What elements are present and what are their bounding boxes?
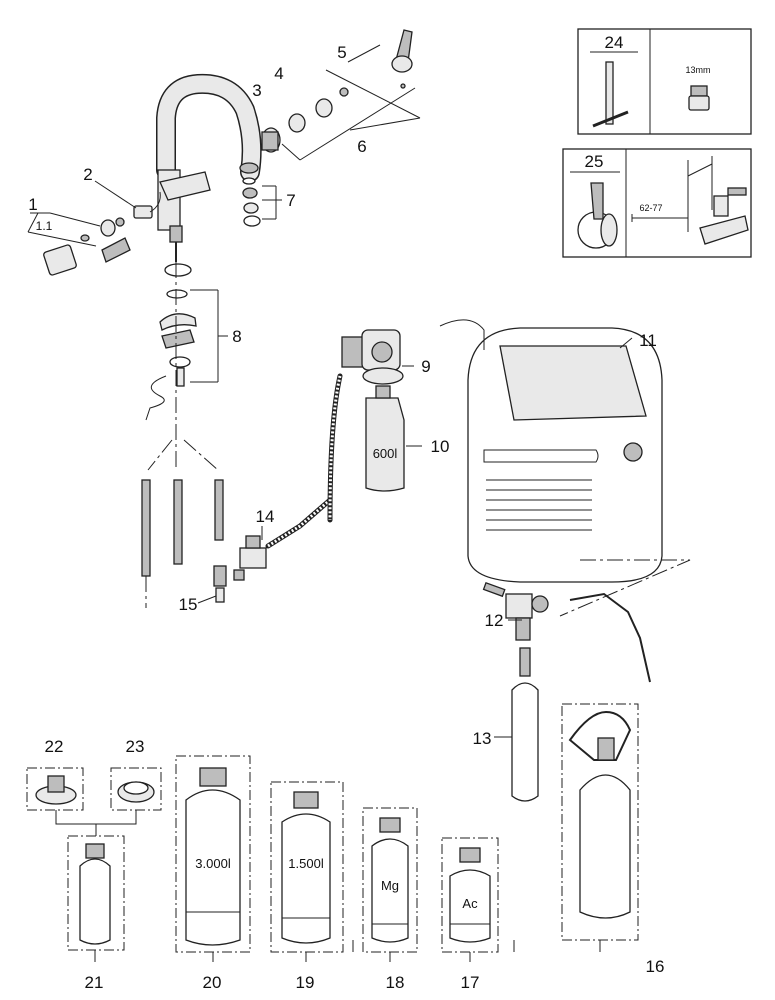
callout-10: 10 [431, 437, 450, 456]
callout-19: 19 [296, 973, 315, 992]
filter-18-type: Mg [381, 878, 399, 893]
faucet-spout [156, 73, 262, 182]
valve-part-14 [233, 497, 333, 581]
filter-19-capacity: 1.500l [288, 856, 324, 871]
tool-key-icon [592, 61, 629, 128]
callout-2: 2 [83, 165, 92, 184]
callout-9: 9 [421, 357, 430, 376]
chiller-unit-part-11 [439, 319, 663, 583]
valve-part-15 [213, 565, 227, 603]
mounting-set-part-8 [159, 263, 197, 387]
filter-head-part-9 [327, 329, 404, 523]
callout-16: 16 [646, 957, 665, 976]
callout-6: 6 [357, 137, 366, 156]
adapter-part-23 [117, 781, 155, 803]
callout-3: 3 [252, 81, 261, 100]
callout-17: 17 [461, 973, 480, 992]
callout-24: 24 [605, 33, 624, 52]
adapter-part-22 [35, 775, 77, 805]
co2-cylinder-part-16 [568, 710, 632, 919]
hex-socket-icon [688, 85, 710, 111]
inset-24-spec: 13mm [685, 65, 710, 75]
callout-22: 22 [45, 737, 64, 756]
handle-part-1 [43, 217, 131, 276]
filter-part-19: 1.500l [281, 791, 331, 944]
aerator-group [261, 29, 413, 153]
filter-part-17: Ac [449, 847, 491, 943]
callout-18: 18 [386, 973, 405, 992]
callout-23: 23 [126, 737, 145, 756]
filter-part-18: Mg [371, 817, 409, 943]
filter-cartridge-part-10: 600l [365, 385, 405, 492]
callout-25: 25 [585, 152, 604, 171]
cartridge-part-2 [133, 191, 161, 219]
callout-1: 1 [28, 195, 37, 214]
inset-25-dimension: 62-77 [639, 203, 662, 213]
callout-21: 21 [85, 973, 104, 992]
inset-24-tool: 24 13mm [577, 28, 752, 135]
o-rings-part-7 [242, 177, 261, 227]
callout-20: 20 [203, 973, 222, 992]
callout-14: 14 [256, 507, 275, 526]
lever-handle-icon [577, 182, 618, 249]
filter-20-capacity: 3.000l [195, 856, 231, 871]
supply-hoses [141, 262, 224, 608]
callout-1-1: 1.1 [36, 219, 53, 233]
callout-15: 15 [179, 595, 198, 614]
co2-regulator-part-12 [482, 581, 651, 683]
filter-17-type: Ac [462, 896, 478, 911]
callout-4: 4 [274, 64, 283, 83]
vent-grille [486, 479, 592, 531]
inset-25-handle: 25 62-77 [562, 148, 752, 258]
filter-10-capacity: 600l [373, 446, 398, 461]
faucet-body [157, 169, 211, 262]
callout-5: 5 [337, 43, 346, 62]
callout-11: 11 [639, 331, 657, 350]
co2-cylinder-part-13 [511, 647, 539, 802]
filter-part-21 [79, 843, 111, 945]
callout-8: 8 [232, 327, 241, 346]
filter-part-20: 3.000l [185, 767, 241, 946]
callout-7: 7 [286, 191, 295, 210]
callout-12: 12 [485, 611, 504, 630]
callout-13: 13 [473, 729, 492, 748]
mount-bracket-icon [699, 187, 749, 245]
